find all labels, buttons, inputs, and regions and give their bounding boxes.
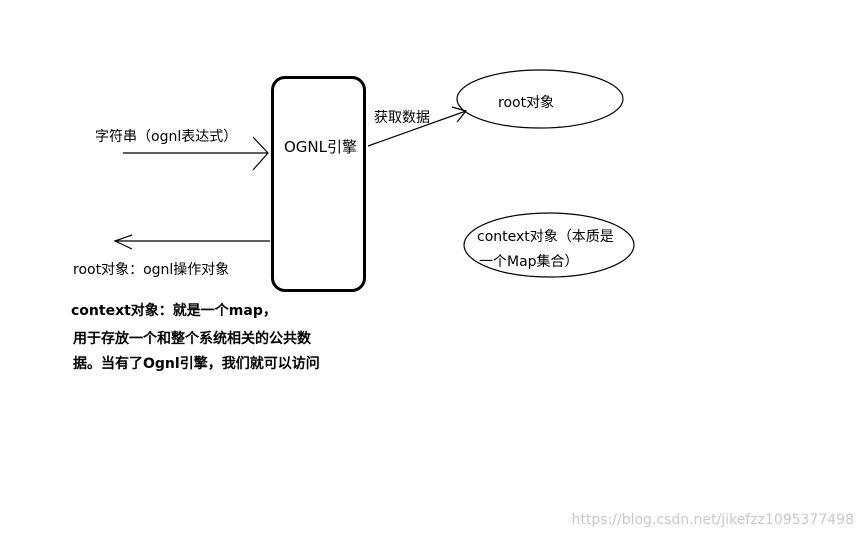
- note-line-1: context对象：就是一个map，: [71, 303, 277, 319]
- fetch-label: 获取数据: [374, 110, 430, 126]
- ognl-engine-box: [271, 76, 366, 292]
- fetch-arrow: [367, 106, 468, 147]
- context-ellipse-line2: 一个Map集合）: [479, 254, 579, 270]
- note-line-2: 用于存放一个和整个系统相关的公共数: [73, 331, 311, 347]
- root-ellipse: [456, 69, 624, 129]
- context-ellipse: [463, 212, 635, 278]
- input-arrow: [123, 136, 269, 171]
- engine-label: OGNL引擎: [284, 138, 358, 156]
- input-label: 字符串（ognl表达式）: [95, 129, 238, 145]
- note-line-3: 据。当有了Ognl引擎，我们就可以访问: [73, 356, 320, 372]
- output-arrow: [113, 234, 270, 250]
- output-label: root对象：ognl操作对象: [73, 262, 230, 278]
- watermark: https://blog.csdn.net/jikefzz1095377498: [571, 512, 854, 528]
- context-ellipse-line1: context对象（本质是: [477, 229, 614, 245]
- root-ellipse-label: root对象: [498, 95, 555, 111]
